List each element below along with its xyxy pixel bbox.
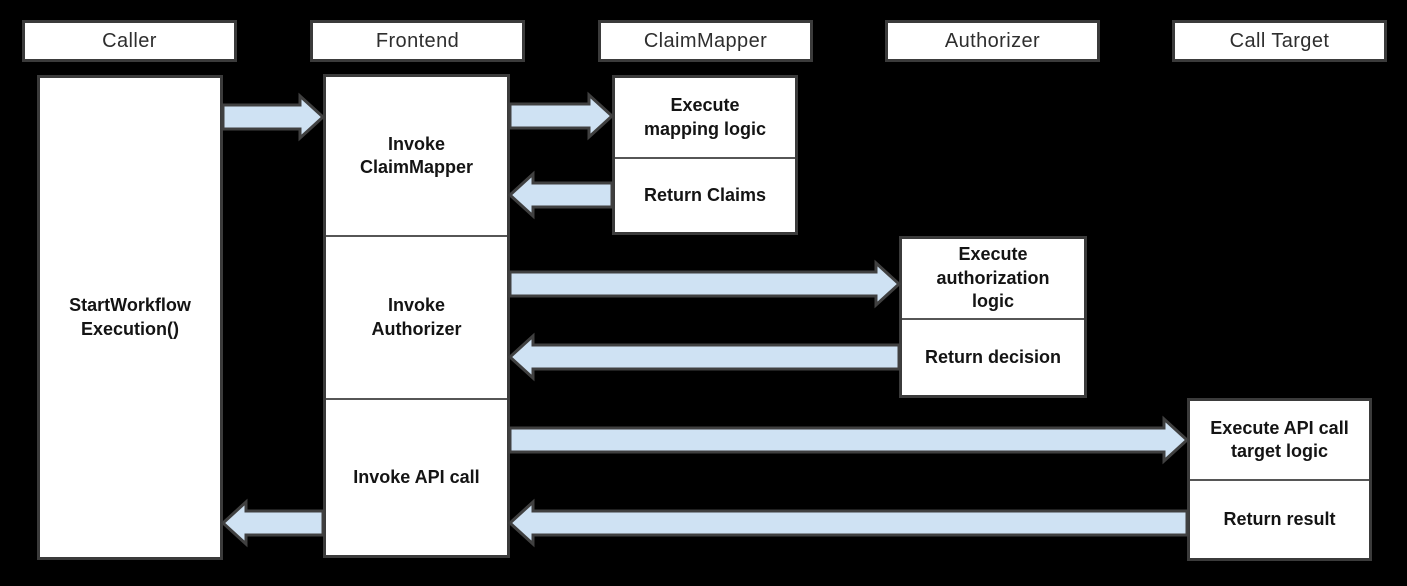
step-invoke-authorizer: Invoke Authorizer [326, 235, 507, 398]
activation-call-target: Execute API call target logic Return res… [1187, 398, 1372, 561]
lifeline-label-frontend: Frontend [375, 29, 460, 52]
arrow-frontend-to-claimmapper [508, 91, 615, 141]
arrow-frontend-to-authorizer [508, 259, 902, 309]
arrow-call-target-return-to-frontend [507, 498, 1189, 548]
arrow-claimmapper-return-to-frontend [507, 170, 614, 220]
arrow-frontend-to-call-target [508, 415, 1190, 465]
activation-frontend: Invoke ClaimMapper Invoke Authorizer Inv… [323, 74, 510, 558]
lifeline-label-claimmapper: ClaimMapper [643, 29, 768, 52]
step-execute-mapping-logic: Execute mapping logic [643, 95, 766, 139]
activation-authorizer: Execute authorization logic Return decis… [899, 236, 1087, 398]
lifeline-header-authorizer: Authorizer [885, 20, 1100, 62]
step-return-claims: Return Claims [615, 157, 795, 232]
lifeline-header-frontend: Frontend [310, 20, 525, 62]
activation-caller: StartWorkflow Execution() [37, 75, 223, 560]
step-startworkflowexecution: StartWorkflow Execution() [69, 295, 191, 339]
lifeline-label-authorizer: Authorizer [944, 29, 1041, 52]
step-execute-api-call-target-logic: Execute API call target logic [1210, 417, 1349, 461]
arrow-caller-to-frontend [221, 92, 326, 142]
step-invoke-api-call: Invoke API call [326, 398, 507, 555]
arrow-authorizer-return-to-frontend [507, 332, 901, 382]
lifeline-header-caller: Caller [22, 20, 237, 62]
lifeline-header-call-target: Call Target [1172, 20, 1387, 62]
step-execute-authorization-logic: Execute authorization logic [936, 244, 1050, 312]
step-return-result: Return result [1190, 479, 1369, 558]
step-return-decision: Return decision [902, 318, 1084, 395]
arrow-frontend-return-to-caller [220, 498, 325, 548]
step-invoke-claimmapper: Invoke ClaimMapper [359, 133, 474, 177]
lifeline-label-call-target: Call Target [1229, 29, 1330, 52]
activation-claimmapper: Execute mapping logic Return Claims [612, 75, 798, 235]
lifeline-header-claimmapper: ClaimMapper [598, 20, 813, 62]
lifeline-label-caller: Caller [102, 29, 157, 52]
